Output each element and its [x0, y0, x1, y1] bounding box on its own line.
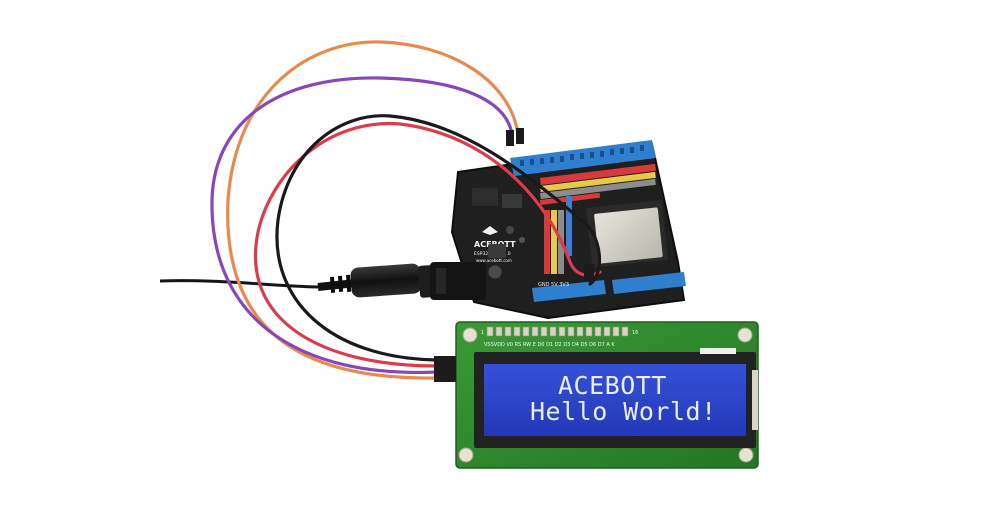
wire-connectors-board: [506, 128, 594, 282]
lcd-pin-number-1: 1: [481, 330, 484, 336]
lcd-screen: [484, 364, 746, 436]
barrel-jack-socket: [430, 262, 486, 300]
header-bottom-blue: [532, 280, 606, 302]
wire-purple: [210, 76, 514, 375]
lcd-wire-connector: [434, 356, 456, 382]
header-bottom-blue-right: [612, 272, 686, 294]
lcd-header-pins: [486, 326, 629, 337]
header-top-pins: [520, 145, 644, 166]
board-bottom-label: GND 5V 3V3: [538, 282, 569, 288]
esp32-module: [586, 200, 668, 268]
mount-hole-bl: [458, 447, 474, 463]
board-components: [472, 188, 525, 280]
wire-red: [253, 121, 602, 368]
lcd-line-2: Hello World!: [530, 397, 717, 426]
lcd-line-1: ACEBOTT: [558, 371, 667, 400]
power-cable: [159, 263, 436, 298]
wire-black: [275, 114, 601, 362]
lcd-pin-number-16: 16: [632, 330, 638, 336]
board-website: www.acebott.com: [476, 258, 512, 263]
lcd-module: 1 16 VSSVDD V0 RS RW E D0 D1 D2 D3 D4 D5…: [434, 321, 759, 469]
mount-hole-tl: [462, 327, 478, 343]
jumper-wires: [210, 40, 602, 380]
mount-hole-tr: [737, 327, 753, 343]
mount-hole-br: [738, 447, 754, 463]
esp32-board: ACEBOTT ESP32-Max-V1.0 www.acebott.com G…: [450, 140, 686, 320]
wire-orange: [226, 40, 520, 380]
lcd-pin-labels: VSSVDD V0 RS RW E D0 D1 D2 D3 D4 D5 D6 D…: [484, 342, 615, 348]
